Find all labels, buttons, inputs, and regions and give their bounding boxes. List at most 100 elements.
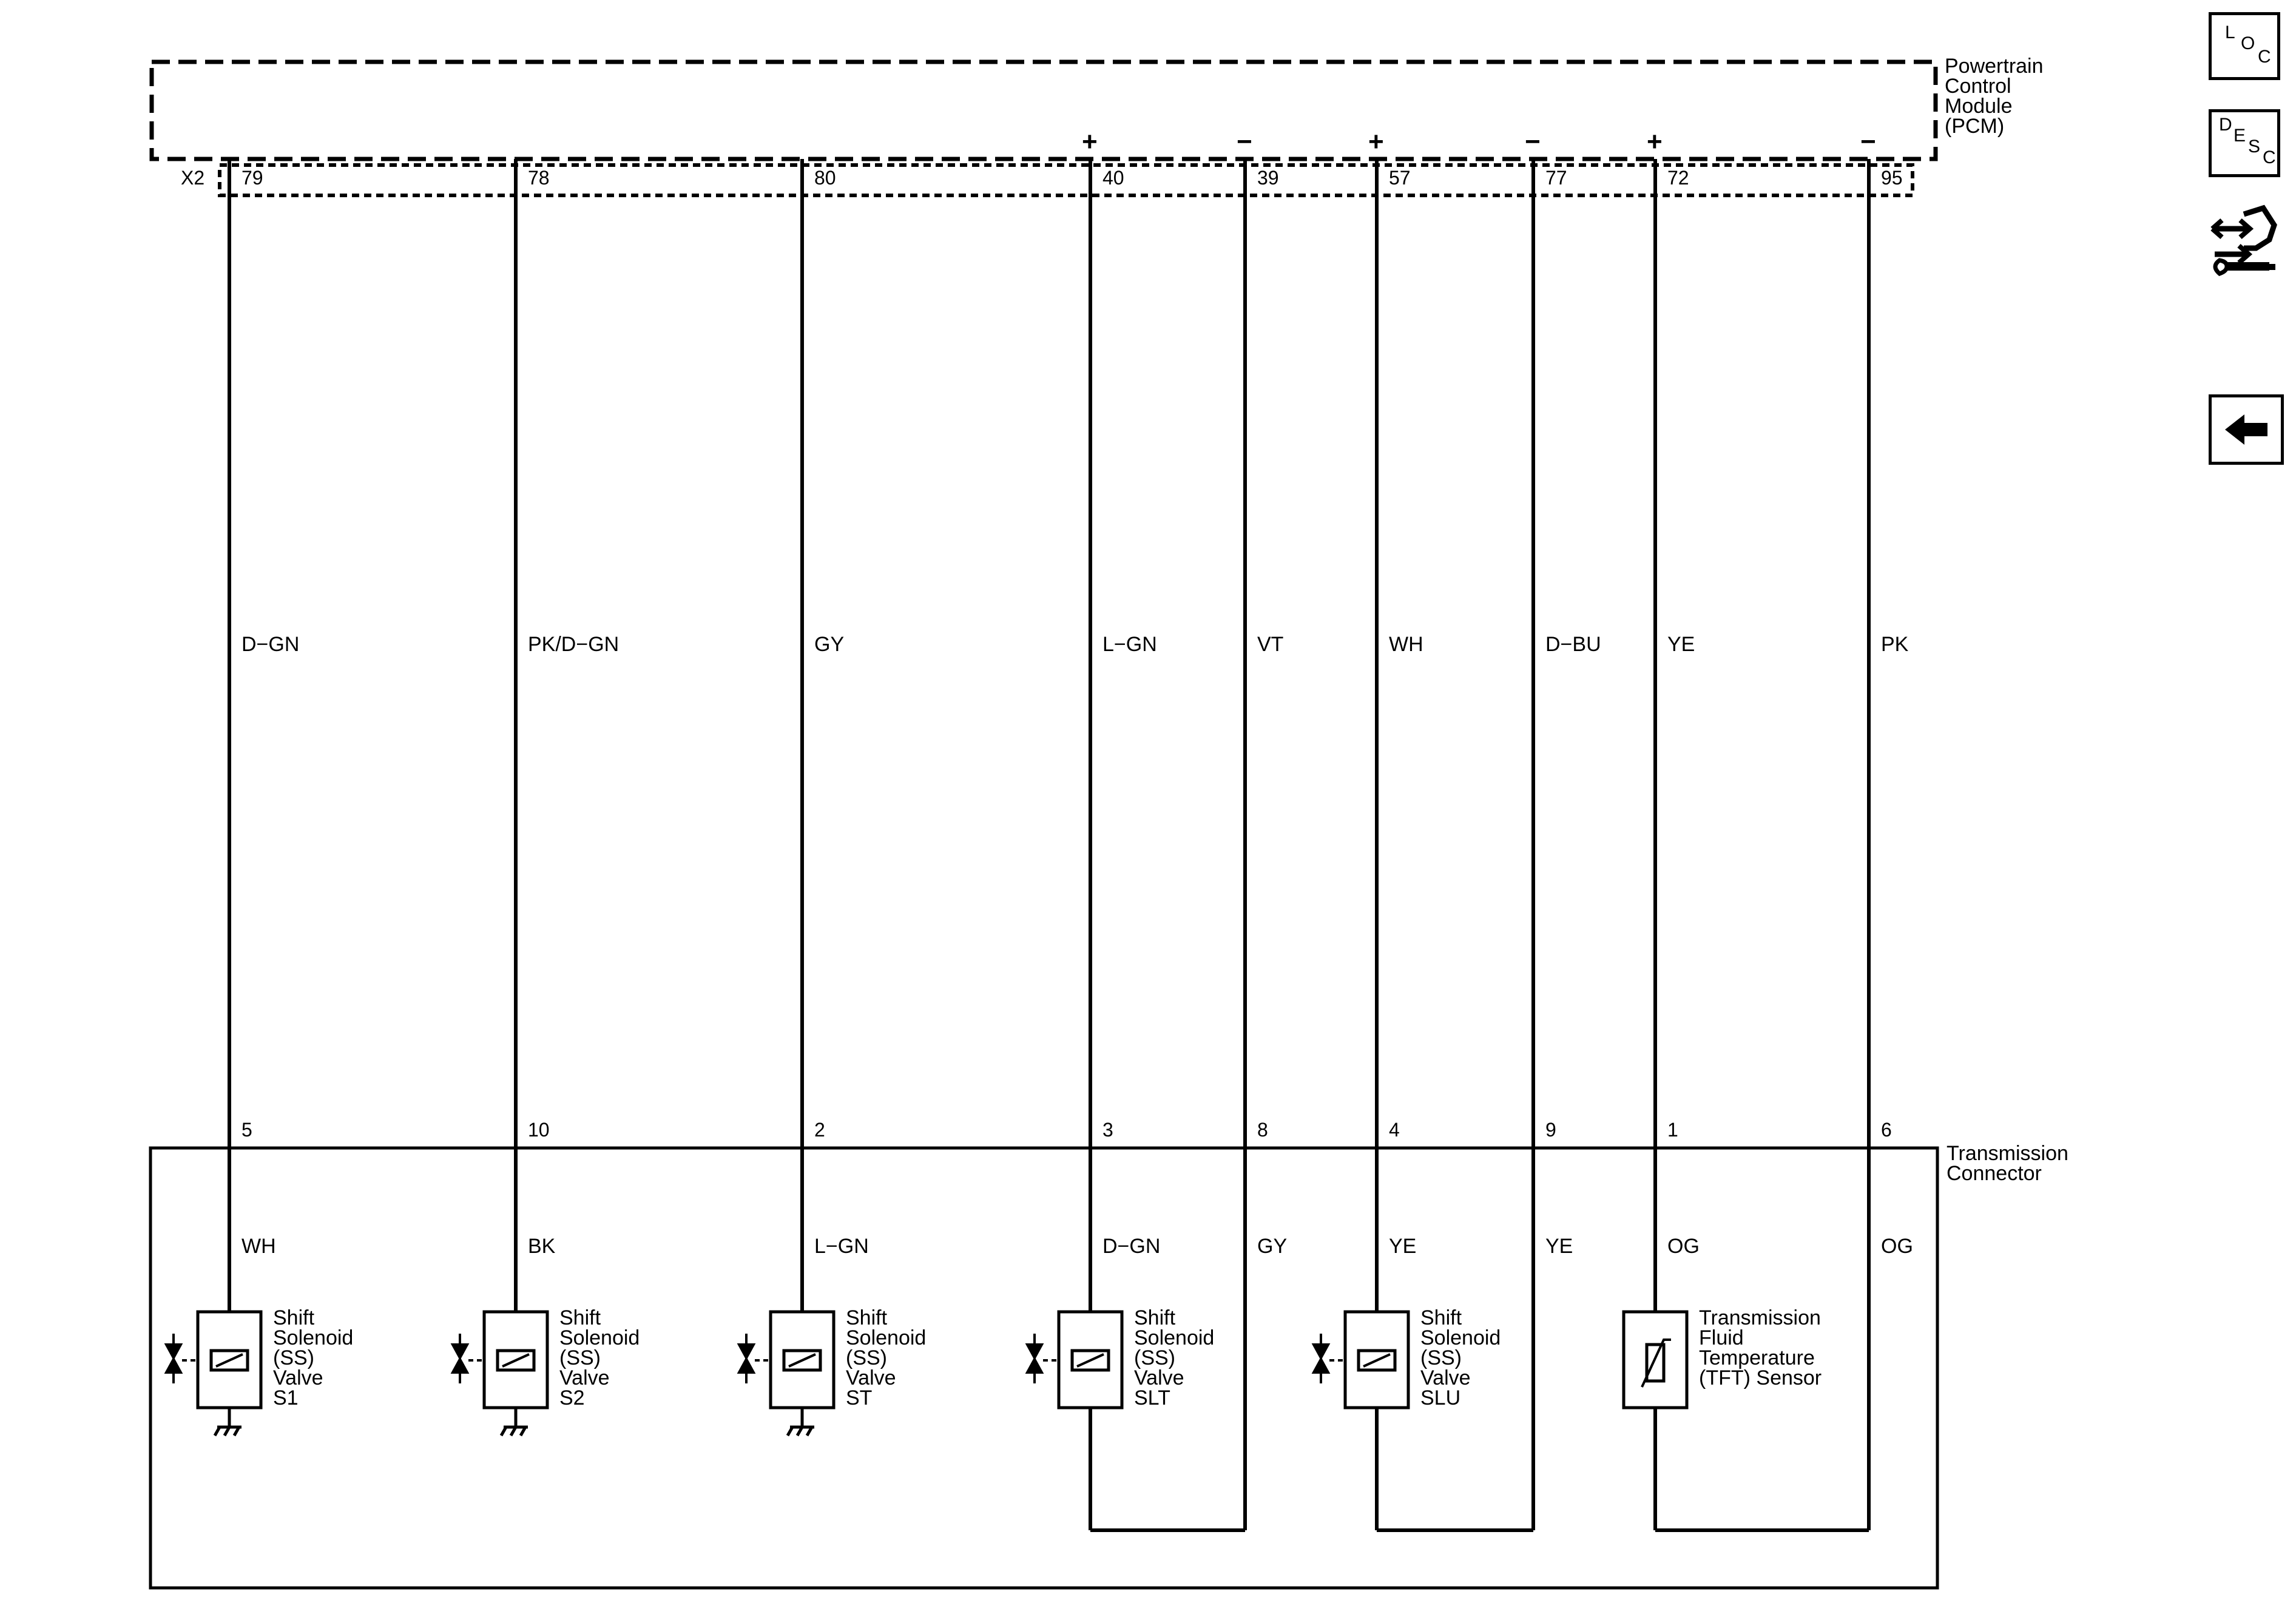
- solenoid-coil-diagonal: [215, 1353, 243, 1368]
- pcm-pin-polarity: +: [1082, 127, 1098, 157]
- solenoid-coil-diagonal: [502, 1353, 530, 1368]
- pcm-pin-number: 57: [1389, 167, 1411, 189]
- description-letter: C: [2263, 147, 2276, 167]
- pcm-name: Powertrain Control Module (PCM): [1945, 55, 2044, 138]
- wire-color-label-lower: BK: [528, 1235, 556, 1258]
- wire-color-label-lower: YE: [1389, 1235, 1416, 1258]
- location-letter: O: [2241, 33, 2255, 53]
- wires: 79D−GN5WH78PK/D−GN10BK80GY2L−GN40+L−GN3D…: [228, 127, 1913, 1530]
- solenoid-coil-diagonal: [788, 1353, 816, 1368]
- component-label-line: Temperature: [1699, 1346, 1815, 1369]
- ground-icon: [786, 1425, 814, 1437]
- back-button[interactable]: [2209, 394, 2284, 465]
- component-label-line: Fluid: [1699, 1326, 1744, 1349]
- component-label-line: Shift: [273, 1306, 315, 1329]
- component-label-line: Solenoid: [559, 1326, 640, 1349]
- transmission-pin-number: 1: [1667, 1119, 1678, 1141]
- wire-color-label-lower: L−GN: [814, 1235, 869, 1258]
- pcm-pin-polarity: +: [1368, 127, 1384, 157]
- pcm-pin-polarity: +: [1647, 127, 1663, 157]
- actuator-arrows-icon: [1025, 1334, 1044, 1383]
- pcm-pin-polarity: −: [1525, 127, 1541, 157]
- wire-color-label: L−GN: [1102, 633, 1157, 656]
- pcm-pin-number: 79: [241, 167, 263, 189]
- actuator-arrows-icon: [450, 1334, 470, 1383]
- components: ShiftSolenoid(SS)ValveS1ShiftSolenoid(SS…: [164, 1306, 1822, 1437]
- pcm-pin-number: 78: [528, 167, 550, 189]
- wire-color-label-lower: OG: [1667, 1235, 1700, 1258]
- transmission-pin-number: 5: [241, 1119, 252, 1141]
- description-letter: D: [2219, 115, 2232, 135]
- component-label-line: (SS): [1134, 1346, 1175, 1369]
- location-letter: L: [2225, 22, 2235, 42]
- wire-color-label-lower: YE: [1545, 1235, 1573, 1258]
- pcm-pin-polarity: −: [1237, 127, 1252, 157]
- description-button[interactable]: D E S C: [2209, 109, 2280, 177]
- pcm-module-outline: [149, 59, 1938, 161]
- pcm-pin-number: 95: [1881, 167, 1903, 189]
- component-label-line: (SS): [846, 1346, 887, 1369]
- wire-color-label-lower: OG: [1881, 1235, 1913, 1258]
- wire-color-label-lower: D−GN: [1102, 1235, 1160, 1258]
- wire-color-label-lower: WH: [241, 1235, 276, 1258]
- wire-color-label: D−GN: [241, 633, 299, 656]
- wire-color-label: PK: [1881, 633, 1909, 656]
- component-label-line: Valve: [559, 1366, 610, 1389]
- component-label-line: Shift: [1420, 1306, 1462, 1329]
- solenoid-coil-diagonal: [1363, 1353, 1391, 1368]
- actuator-arrows-icon: [164, 1334, 183, 1383]
- thermistor-diagonal: [1641, 1338, 1671, 1388]
- pcm-pin-number: 39: [1257, 167, 1279, 189]
- solenoid-coil-diagonal: [1076, 1353, 1104, 1368]
- component-label-line: Transmission: [1699, 1306, 1821, 1329]
- component-label-line: Valve: [846, 1366, 896, 1389]
- component-label-line: Valve: [1134, 1366, 1184, 1389]
- connector-wrench-icon[interactable]: [2209, 203, 2281, 285]
- wire-color-label: VT: [1257, 633, 1283, 656]
- component-label-line: Valve: [273, 1366, 323, 1389]
- pcm-connector-x2-outline: [218, 163, 1914, 197]
- ground-icon: [499, 1425, 528, 1437]
- pcm-pin-number: 80: [814, 167, 836, 189]
- wire-color-label: WH: [1389, 633, 1423, 656]
- actuator-arrows-icon: [737, 1334, 756, 1383]
- transmission-pin-number: 4: [1389, 1119, 1400, 1141]
- wire-color-label-lower: GY: [1257, 1235, 1287, 1258]
- back-arrow-icon: [2225, 414, 2267, 445]
- wire-color-label: YE: [1667, 633, 1695, 656]
- wire-color-label: GY: [814, 633, 844, 656]
- component-label-line: (SS): [559, 1346, 601, 1369]
- component-label-line: (SS): [273, 1346, 314, 1369]
- component-label-line: Valve: [1420, 1366, 1471, 1389]
- component-label-line: S2: [559, 1386, 585, 1409]
- location-button[interactable]: L O C: [2209, 12, 2280, 80]
- transmission-pin-number: 8: [1257, 1119, 1268, 1141]
- wire-color-label: PK/D−GN: [528, 633, 619, 656]
- description-letter: S: [2248, 137, 2261, 157]
- component-label-line: SLT: [1134, 1386, 1170, 1409]
- thermistor-icon: [1645, 1343, 1666, 1383]
- transmission-connector-name-line: Connector: [1947, 1162, 2042, 1185]
- component-label-line: Solenoid: [1134, 1326, 1214, 1349]
- pcm-pin-number: 72: [1667, 167, 1689, 189]
- transmission-pin-number: 6: [1881, 1119, 1892, 1141]
- transmission-connector-name-line: Transmission: [1947, 1142, 2068, 1165]
- component-label-line: Shift: [559, 1306, 601, 1329]
- pcm-name-line: Module: [1945, 95, 2013, 118]
- transmission-connector-outline: [149, 1146, 1939, 1590]
- wire-color-label: D−BU: [1545, 633, 1601, 656]
- actuator-arrows-icon: [1311, 1334, 1331, 1383]
- pcm-name-line: Powertrain: [1945, 55, 2044, 78]
- description-letter: E: [2234, 126, 2246, 146]
- pcm-pin-number: 40: [1102, 167, 1124, 189]
- location-letter: C: [2258, 47, 2271, 67]
- ground-icon: [213, 1425, 241, 1437]
- transmission-pin-number: 9: [1545, 1119, 1556, 1141]
- component-label-line: Solenoid: [1420, 1326, 1501, 1349]
- component-label-line: Solenoid: [846, 1326, 926, 1349]
- component-label-line: (SS): [1420, 1346, 1462, 1369]
